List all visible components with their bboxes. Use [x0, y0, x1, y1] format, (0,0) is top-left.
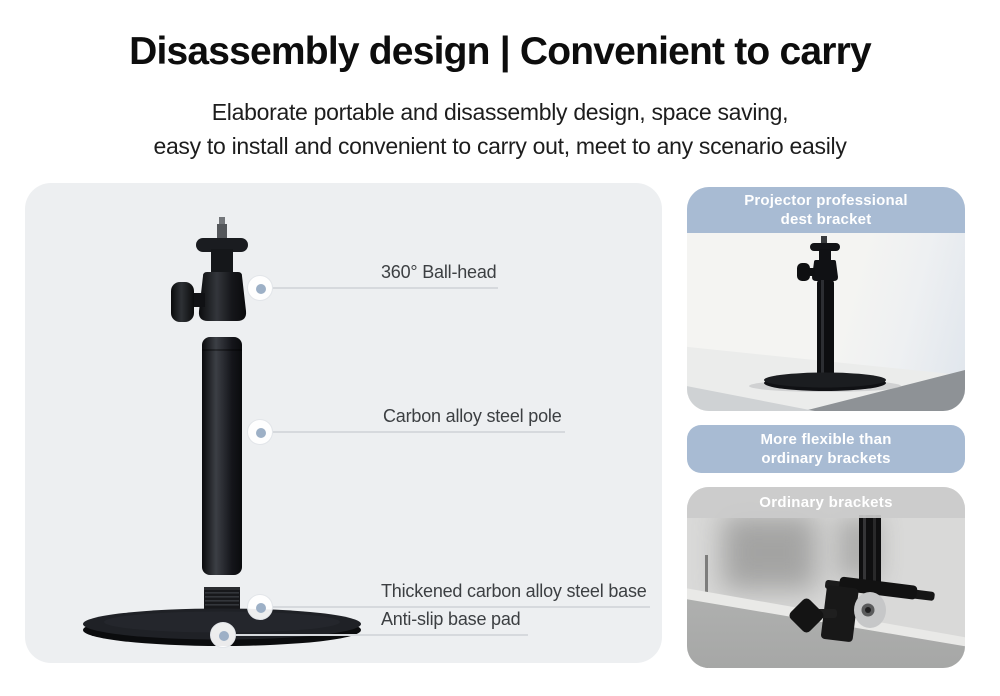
pill-line-2: ordinary brackets [761, 450, 891, 467]
flexible-comparison-pill: More flexible than ordinary brackets [687, 425, 965, 473]
stand-illustration [83, 217, 361, 646]
subtitle-line-2: easy to install and convenient to carry … [153, 133, 847, 159]
banner-line-1: Projector professional [744, 192, 908, 209]
callout-line-pole [273, 431, 565, 433]
photo-background-blur [722, 515, 817, 590]
ordinary-bracket-card: Ordinary brackets [687, 487, 965, 668]
pill-line-1: More flexible than [760, 431, 892, 448]
callout-dot-pole [247, 419, 273, 445]
ordinary-bracket-photo: Ordinary brackets [687, 487, 965, 668]
assembled-stand-illustration [749, 236, 901, 392]
ball-head-illustration [171, 217, 248, 322]
ordinary-bracket-banner: Ordinary brackets [687, 487, 965, 518]
callout-dot-pad [210, 622, 236, 648]
callout-dot-base [247, 594, 273, 620]
banner-line-2: dest bracket [780, 211, 872, 228]
professional-bracket-card: Projector professional dest bracket [687, 187, 965, 411]
professional-bracket-banner: Projector professional dest bracket [687, 187, 965, 233]
pole-illustration [202, 337, 242, 575]
callout-label-base: Thickened carbon alloy steel base [381, 581, 647, 601]
page-subtitle: Elaborate portable and disassembly desig… [0, 95, 1000, 163]
disassembly-diagram-panel [25, 183, 662, 663]
desk-bracket-photo [687, 233, 965, 411]
callout-dot-ball-head [247, 275, 273, 301]
callout-label-ball-head: 360° Ball-head [381, 262, 497, 282]
callout-label-pole: Carbon alloy steel pole [383, 406, 562, 426]
callout-line-pad [236, 634, 528, 636]
subtitle-line-1: Elaborate portable and disassembly desig… [211, 99, 789, 125]
callout-line-base [273, 606, 650, 608]
callout-label-pad: Anti-slip base pad [381, 609, 521, 629]
page-title: Disassembly design | Convenient to carry [129, 30, 872, 73]
callout-line-ball-head [273, 287, 498, 289]
clamp-bracket-illustration [789, 515, 935, 642]
